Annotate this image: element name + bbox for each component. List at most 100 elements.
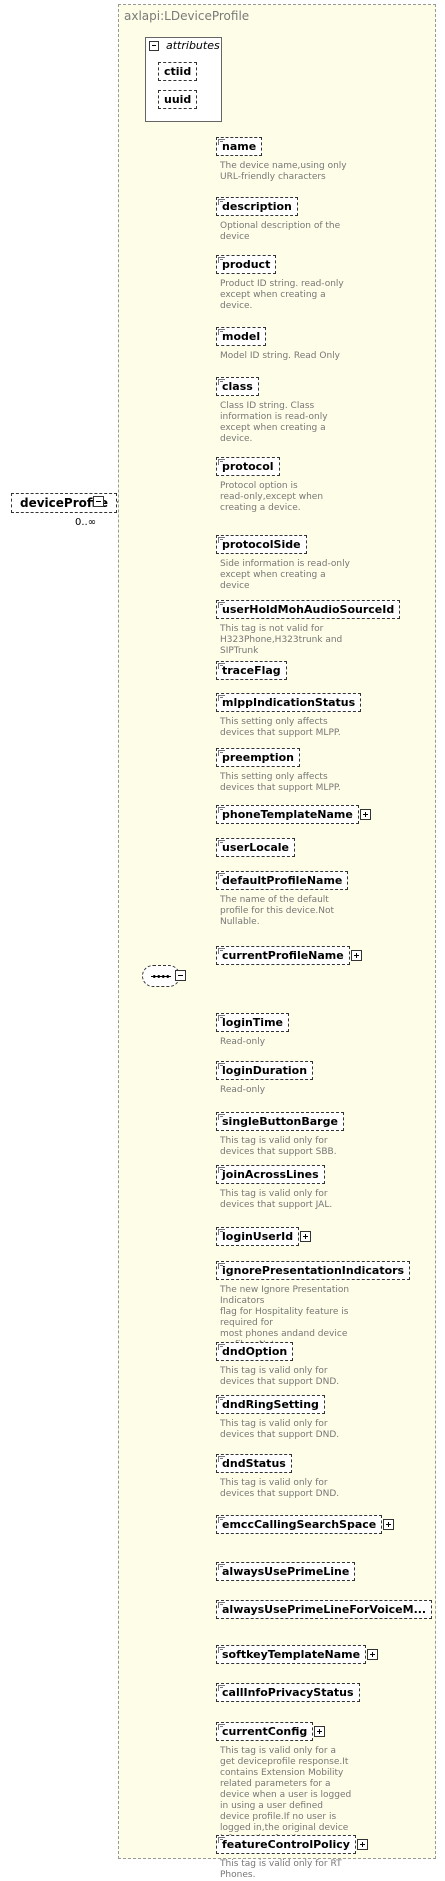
description-line: devices that support MLPP. — [220, 728, 341, 738]
element-dndoption[interactable]: dndOption — [216, 1342, 294, 1361]
element-dndstatus[interactable]: dndStatus — [216, 1454, 292, 1473]
element-description: Read-only — [220, 1085, 380, 1096]
collapse-icon[interactable] — [149, 41, 159, 51]
description-line: devices that support MLPP. — [220, 783, 341, 793]
element-marker-icon — [218, 257, 225, 263]
element-userlocale[interactable]: userLocale — [216, 838, 296, 857]
element-marker-icon — [218, 1263, 225, 1269]
collapse-icon[interactable] — [175, 970, 186, 981]
element-name[interactable]: name — [216, 137, 263, 156]
element-marker-icon — [218, 1724, 225, 1730]
element-alwaysuseprimelineforvoicem[interactable]: alwaysUsePrimeLineForVoiceM... — [216, 1600, 433, 1619]
element-label: product — [222, 258, 271, 271]
expand-icon[interactable] — [359, 809, 371, 820]
description-line: information is read-only — [220, 412, 328, 422]
element-traceflag[interactable]: traceFlag — [216, 661, 287, 680]
expand-icon[interactable] — [350, 950, 362, 961]
element-class[interactable]: class — [216, 377, 259, 396]
element-description: Read-only — [220, 1037, 380, 1048]
root-element[interactable]: deviceProfile — [11, 493, 118, 513]
element-marker-icon — [218, 873, 225, 879]
type-title: axlapi:LDeviceProfile — [124, 9, 250, 23]
element-singlebuttonbarge[interactable]: singleButtonBarge — [216, 1112, 344, 1131]
element-mlppindicationstatus[interactable]: mlppIndicationStatus — [216, 693, 362, 712]
element-label: loginDuration — [222, 1064, 308, 1077]
attribute-label: ctiid — [164, 65, 192, 78]
element-protocolside[interactable]: protocolSide — [216, 535, 307, 554]
description-line: read-only,except when — [220, 492, 324, 502]
description-line: Read-only — [220, 1037, 266, 1047]
attributes-title: attributes — [166, 39, 220, 52]
element-label: userLocale — [222, 841, 290, 854]
element-label: description — [222, 200, 292, 213]
description-line: device. — [220, 301, 253, 311]
element-label: singleButtonBarge — [222, 1115, 338, 1128]
collapse-icon[interactable] — [93, 496, 104, 507]
element-label: ignorePresentationIndicators — [222, 1264, 405, 1277]
expand-icon[interactable] — [356, 1839, 368, 1850]
element-marker-icon — [218, 1229, 225, 1235]
attribute-uuid[interactable]: uuid — [158, 90, 198, 109]
expand-icon[interactable] — [367, 1649, 379, 1660]
element-callinfoprivacystatus[interactable]: callInfoPrivacyStatus — [216, 1683, 360, 1702]
element-loginuserid[interactable]: loginUserId — [216, 1227, 312, 1246]
element-description[interactable]: description — [216, 197, 298, 216]
description-line: Side information is read-only — [220, 559, 350, 569]
description-line: This tag is valid only for RT — [220, 1859, 342, 1869]
element-softkeytemplatename[interactable]: softkeyTemplateName — [216, 1645, 379, 1664]
element-emcccallingsearchspace[interactable]: emccCallingSearchSpace — [216, 1515, 395, 1534]
element-protocol[interactable]: protocol — [216, 457, 280, 476]
element-description: Model ID string. Read Only — [220, 351, 380, 362]
element-label: callInfoPrivacyStatus — [222, 1686, 354, 1699]
expand-icon[interactable] — [383, 1519, 395, 1530]
description-line: except when creating a — [220, 570, 326, 580]
expand-icon[interactable] — [300, 1231, 312, 1242]
element-currentprofilename[interactable]: currentProfileName — [216, 946, 362, 965]
element-preemption[interactable]: preemption — [216, 748, 300, 767]
expand-icon[interactable] — [314, 1726, 326, 1737]
element-marker-icon — [218, 329, 225, 335]
description-line: contains Extension Mobility — [220, 1768, 344, 1778]
element-label: model — [222, 330, 261, 343]
element-marker-icon — [218, 1837, 225, 1843]
element-label: traceFlag — [222, 664, 281, 677]
element-label: class — [222, 380, 253, 393]
description-line: except when creating a — [220, 290, 326, 300]
element-label: dndStatus — [222, 1457, 286, 1470]
description-line: devices that support DND. — [220, 1377, 340, 1387]
element-defaultprofilename[interactable]: defaultProfileName — [216, 871, 349, 890]
element-marker-icon — [218, 602, 225, 608]
element-ignorepresentationindicators[interactable]: ignorePresentationIndicators — [216, 1261, 411, 1280]
element-logintime[interactable]: loginTime — [216, 1013, 289, 1032]
element-label: protocol — [222, 460, 274, 473]
element-label: preemption — [222, 751, 294, 764]
description-line: Product ID string. read-only — [220, 279, 344, 289]
element-label: alwaysUsePrimeLineForVoiceM... — [222, 1603, 427, 1616]
description-line: The new Ignore Presentation Indicators — [220, 1285, 350, 1306]
element-loginduration[interactable]: loginDuration — [216, 1061, 314, 1080]
description-line: This tag is valid only for — [220, 1136, 328, 1146]
element-marker-icon — [218, 1397, 225, 1403]
element-featurecontrolpolicy[interactable]: featureControlPolicy — [216, 1835, 368, 1854]
element-dndringsetting[interactable]: dndRingSetting — [216, 1395, 325, 1414]
element-model[interactable]: model — [216, 327, 267, 346]
element-currentconfig[interactable]: currentConfig — [216, 1722, 326, 1741]
element-product[interactable]: product — [216, 255, 277, 274]
element-marker-icon — [218, 840, 225, 846]
element-phonetemplatename[interactable]: phoneTemplateName — [216, 805, 371, 824]
element-userholdmohaudiosourceid[interactable]: userHoldMohAudioSourceId — [216, 600, 401, 619]
description-line: The device name,using only — [220, 161, 347, 171]
element-label: name — [222, 140, 257, 153]
element-alwaysuseprimeline[interactable]: alwaysUsePrimeLine — [216, 1562, 356, 1581]
description-line: logged in,the original device — [220, 1823, 349, 1833]
element-joinacrosslines[interactable]: joinAcrossLines — [216, 1165, 325, 1184]
element-label: joinAcrossLines — [222, 1168, 319, 1181]
attribute-ctiid[interactable]: ctiid — [158, 62, 198, 81]
complex-type-panel — [118, 4, 436, 1859]
